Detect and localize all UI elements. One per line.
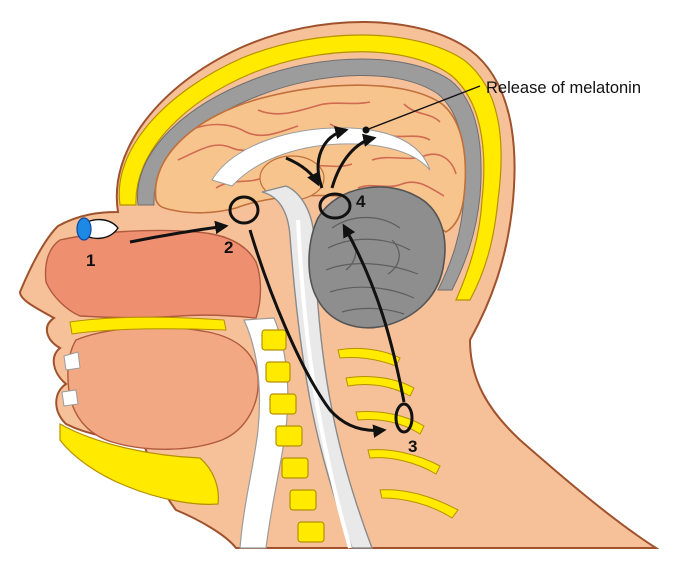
marker-eye-label: 1 bbox=[86, 251, 95, 270]
release-caption: Release of melatonin bbox=[486, 79, 641, 97]
tongue bbox=[68, 327, 258, 449]
marker-pineal-label: 4 bbox=[356, 192, 366, 211]
marker-hypothalamus-label: 2 bbox=[224, 238, 233, 257]
marker-ganglion-label: 3 bbox=[408, 437, 417, 456]
eye-iris bbox=[77, 218, 91, 240]
